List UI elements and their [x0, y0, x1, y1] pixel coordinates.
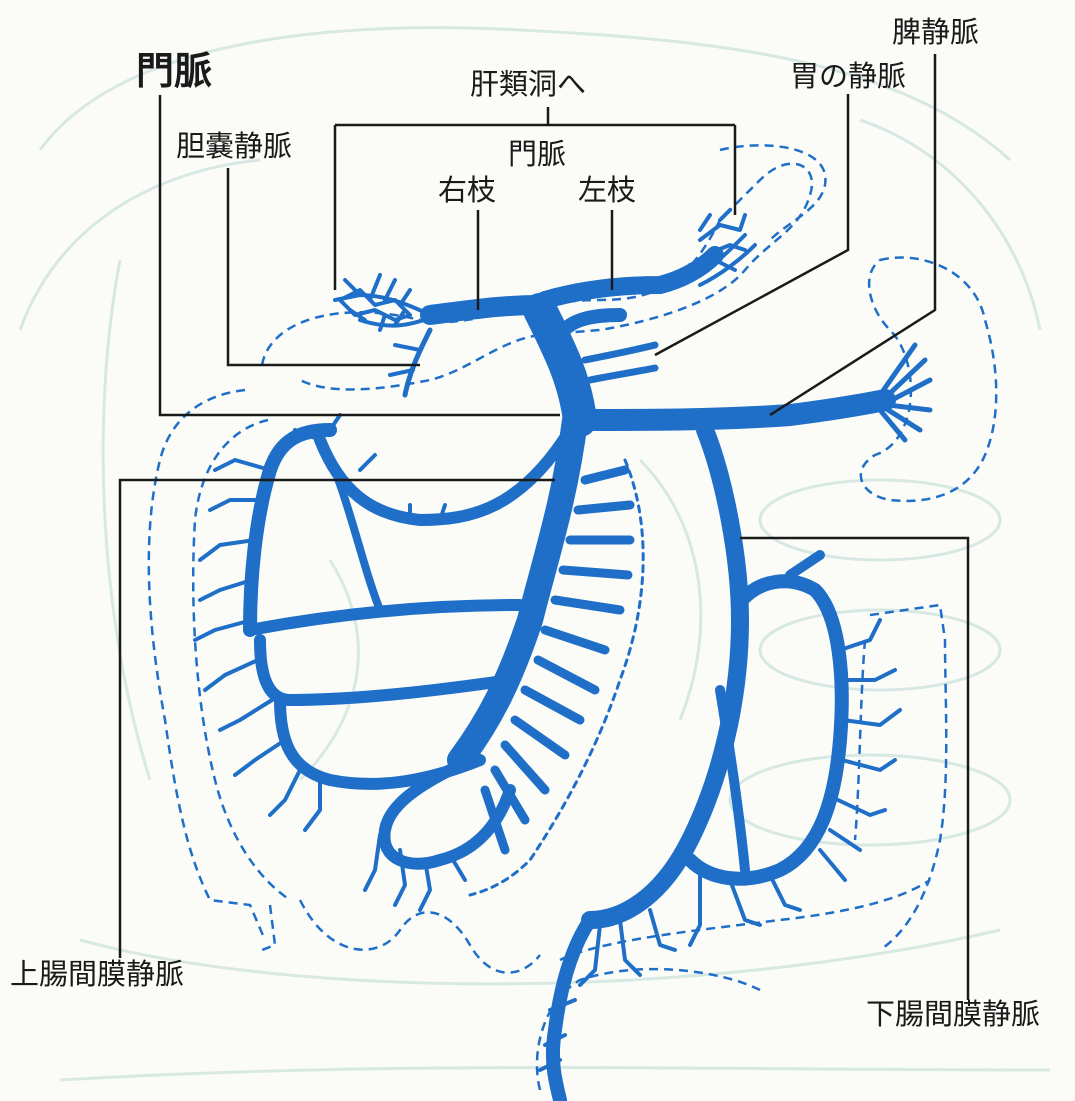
sigmoid-outline — [537, 969, 760, 1090]
label-to-sinusoids: 肝類洞へ — [470, 70, 586, 99]
label-left-branch: 左枝 — [578, 176, 636, 205]
venous-system — [195, 210, 930, 1100]
label-gallbladder-vein: 胆嚢静脈 — [176, 132, 292, 161]
leader-gastric-vein — [655, 94, 848, 355]
label-superior-mesenteric-vein: 上腸間膜静脈 — [10, 960, 184, 989]
left-branch-bend — [560, 315, 620, 335]
label-inferior-mesenteric-vein: 下腸間膜静脈 — [866, 1000, 1040, 1029]
ascending-colon-inner — [193, 420, 290, 900]
leader-splenic-vein — [770, 54, 935, 415]
right-sinusoid-net — [335, 275, 430, 330]
left-sinusoid-net — [690, 210, 755, 285]
label-gastric-vein: 胃の静脈 — [790, 62, 906, 91]
appendix-outline — [262, 905, 275, 950]
liver-outline — [262, 164, 812, 390]
descending-colon-outline — [870, 605, 946, 950]
leader-inferior-mesenteric — [740, 538, 968, 1000]
leader-gallbladder-vein — [228, 168, 420, 365]
gastric-vein — [585, 345, 655, 360]
leader-to-sinusoids — [335, 107, 735, 290]
label-splenic-vein: 脾静脈 — [892, 18, 979, 47]
label-portal-vein: 門脈 — [136, 52, 212, 90]
splenic-vein — [585, 400, 885, 420]
left-colic-arcade — [690, 581, 842, 878]
label-right-branch: 右枝 — [438, 176, 496, 205]
right-branch-vein — [430, 305, 540, 315]
label-portal-vein-inner: 門脈 — [508, 140, 566, 169]
gallbladder-vein — [405, 330, 430, 395]
left-branch-vein — [545, 255, 715, 300]
